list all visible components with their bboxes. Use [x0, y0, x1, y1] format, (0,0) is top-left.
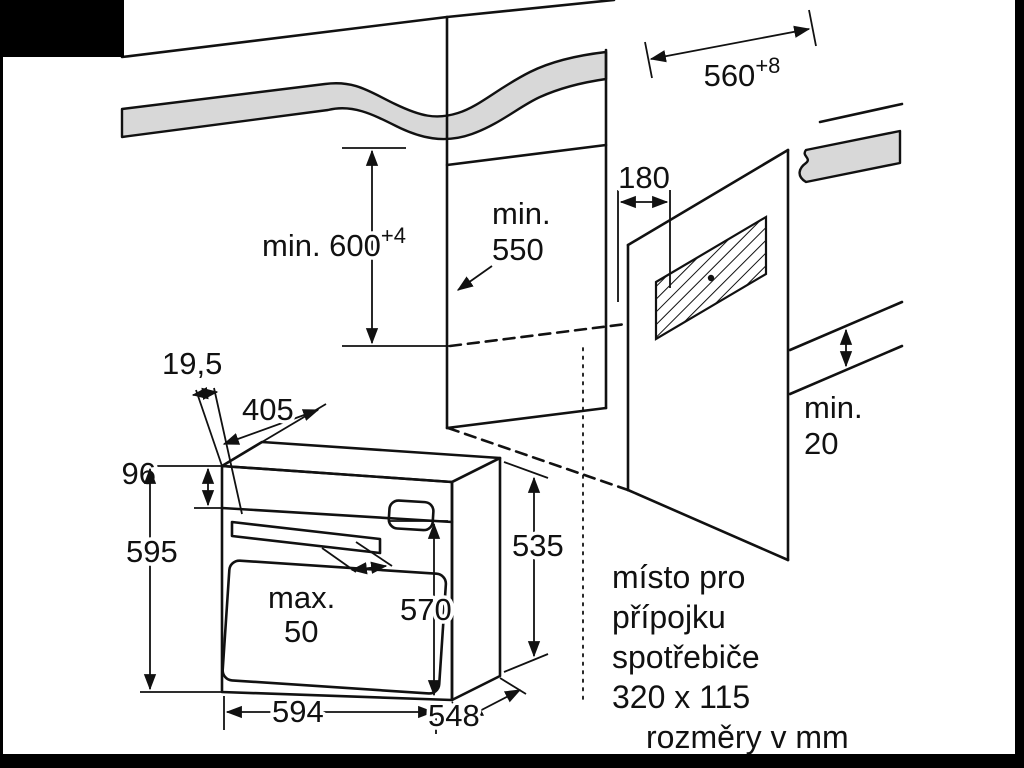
dim-594: 594	[223, 691, 437, 734]
dim-label-570: 570	[400, 592, 452, 627]
vent-cutout	[654, 215, 768, 341]
door-glass-outline	[221, 559, 448, 695]
dim-570: 570	[390, 520, 455, 697]
dim-96: 96	[118, 453, 222, 509]
dim-label-405: 405	[242, 392, 294, 427]
control-panel-line	[220, 506, 454, 524]
dim-label-594: 594	[272, 694, 324, 729]
dim-label-548: 548	[428, 698, 480, 733]
dim-19-5: 19,5	[159, 343, 243, 515]
dim-label-535: 535	[512, 528, 564, 563]
frame-top-left-block	[0, 0, 124, 57]
oven-top-face	[220, 440, 502, 484]
dim-label-560: 560+8	[704, 53, 781, 93]
tall-cabinet	[445, 0, 616, 430]
dim-label-600: min. 600+4	[262, 223, 406, 263]
dim-label-550: min.550	[492, 196, 551, 267]
vent-center-mark	[707, 274, 715, 282]
housing-rear-panel	[626, 148, 790, 562]
frame-right-bar	[1015, 0, 1024, 768]
worktop-right	[798, 102, 904, 184]
dim-label-595: 595	[126, 534, 178, 569]
dim-label-max-50: max.50	[268, 580, 335, 649]
dim-405: 405	[222, 389, 327, 445]
frame-bottom-bar	[0, 754, 1024, 768]
dim-595: 595	[123, 467, 222, 693]
units-note: rozměry v mm	[646, 719, 849, 755]
dim-20: min.20	[801, 328, 866, 465]
dim-535: 535	[503, 461, 567, 673]
door-grip-recess	[387, 499, 435, 532]
dim-560: 560+8	[644, 9, 817, 97]
wall-lines	[788, 300, 904, 396]
dim-label-20: min.20	[804, 390, 863, 461]
dim-548: 548	[425, 677, 527, 737]
oven-side-face	[450, 456, 502, 702]
frame-left-edge	[0, 0, 3, 768]
dim-600: min. 600+4	[259, 147, 450, 347]
dim-max-50: max.50	[265, 541, 393, 653]
dim-label-19-5: 19,5	[162, 346, 222, 381]
dim-550: min.550	[456, 193, 554, 291]
door-handle	[230, 520, 382, 555]
worktop-left	[120, 15, 608, 141]
oven	[220, 440, 502, 702]
hidden-edges	[446, 322, 630, 492]
dim-label-180: 180	[618, 160, 670, 195]
dim-180: 180	[615, 157, 673, 302]
